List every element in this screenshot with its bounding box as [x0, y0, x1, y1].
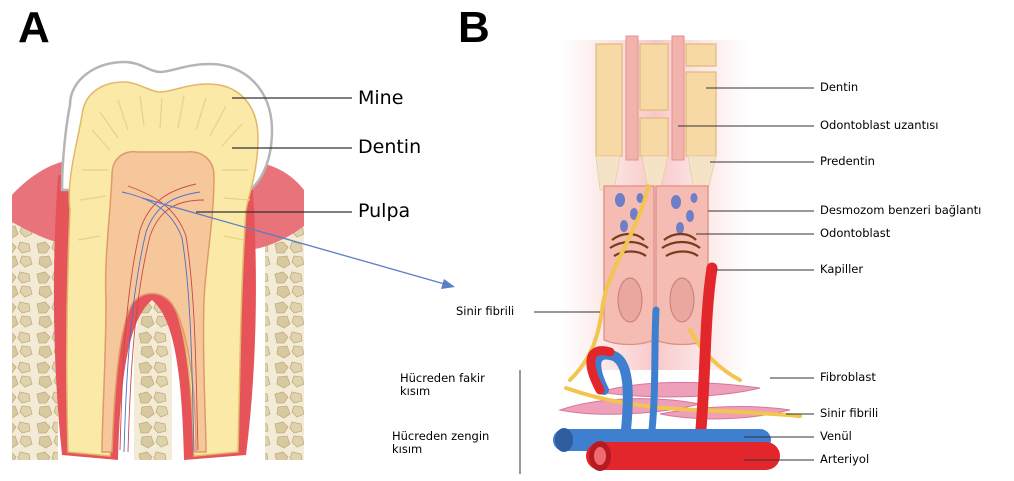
panel-a-letter: A	[18, 6, 50, 50]
label-pulpa: Pulpa	[358, 201, 410, 221]
label-arteriole: Arteriyol	[820, 453, 869, 466]
label-venule: Venül	[820, 430, 852, 443]
label-dentin-b: Dentin	[820, 81, 858, 94]
label-fibroblast: Fibroblast	[820, 371, 876, 384]
panel-b-letter: B	[458, 6, 490, 50]
label-cell-rich-zone: Hücreden zengin kısım	[392, 430, 512, 456]
label-predentin: Predentin	[820, 155, 875, 168]
label-desmosome: Desmozom benzeri bağlantı	[820, 204, 981, 217]
label-cell-poor-zone: Hücreden fakir kısım	[400, 372, 504, 398]
label-odontoblast: Odontoblast	[820, 227, 890, 240]
label-capillary: Kapiller	[820, 263, 863, 276]
label-mine: Mine	[358, 88, 403, 108]
label-odontoblast-process: Odontoblast uzantısı	[820, 119, 938, 132]
dentin-blocks	[596, 44, 716, 156]
predentin-layer	[596, 156, 716, 190]
label-dentin-a: Dentin	[358, 137, 421, 157]
label-nerve-fiber-left: Sinir fibrili	[456, 305, 514, 318]
label-nerve-fiber-right: Sinir fibrili	[820, 407, 878, 420]
